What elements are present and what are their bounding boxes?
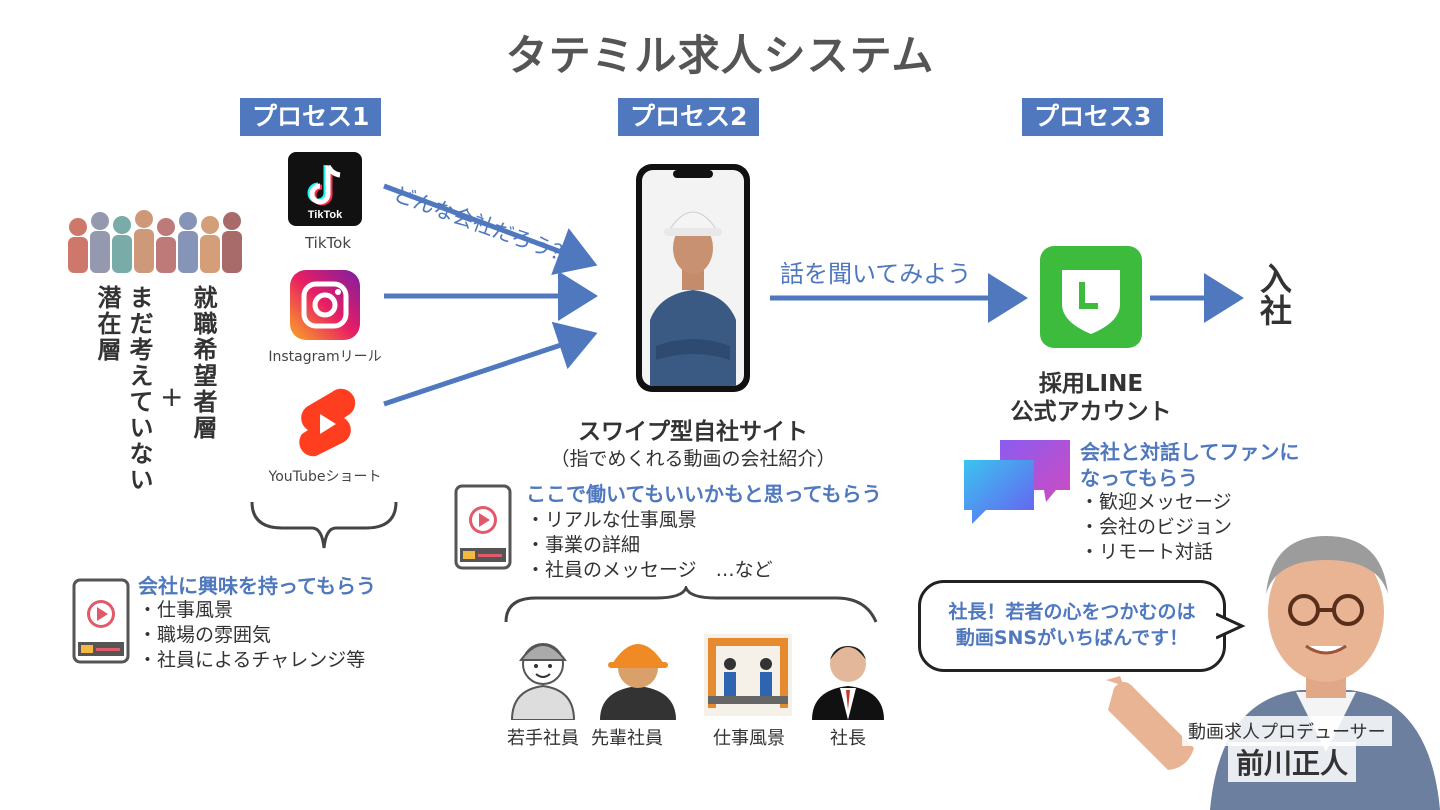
speech-line-2: 動画SNSがいちばんです！ <box>955 627 1189 649</box>
people-label-senior: 先輩社員 <box>591 728 663 749</box>
instagram-label: Instagramリール <box>268 349 382 365</box>
arrow-caption-talk: 話を聞いてみよう <box>780 260 972 288</box>
worker-photo <box>650 211 736 386</box>
process3-goal-1: 会社と対話してファンに <box>1080 440 1300 464</box>
process2-bullet-1: ・リアルな仕事風景 <box>526 509 697 531</box>
process1-goal: 会社に興味を持ってもらう <box>138 574 376 598</box>
video-phone-icon-2 <box>454 484 512 570</box>
audience-plus: + <box>160 380 184 413</box>
process3-badge: プロセス3 <box>1022 98 1164 136</box>
process3-goal-2: なってもらう <box>1080 466 1198 490</box>
join-company: 入社 <box>1255 262 1293 326</box>
producer-role: 動画求人プロデューサー <box>1182 716 1392 746</box>
speech-line-1: 社長！若者の心をつかむのは <box>948 601 1196 623</box>
tiktok-logo-text: TikTok <box>308 209 343 221</box>
process1-badge: プロセス1 <box>240 98 382 136</box>
page-title: タテミル求人システム <box>505 31 935 80</box>
process3-bullet-1: ・歓迎メッセージ <box>1080 491 1232 513</box>
video-phone-icon-1 <box>72 578 130 664</box>
site-title: スワイプ型自社サイト <box>578 419 808 445</box>
instagram-icon <box>290 270 360 340</box>
tiktok-icon: TikTok <box>288 152 362 226</box>
process1-brace <box>250 501 398 549</box>
president-icon <box>812 646 884 720</box>
speech-bubble: 社長！若者の心をつかむのは 動画SNSがいちばんです！ <box>918 580 1226 672</box>
process2-brace <box>504 586 878 623</box>
arrow-tiktok-to-site <box>383 183 598 275</box>
audience-not-yet: まだ考えていない <box>125 285 153 493</box>
chat-bubbles-icon <box>964 440 1070 524</box>
process1-bullet-3: ・社員によるチャレンジ等 <box>138 649 366 671</box>
work-scene-icon <box>704 634 792 716</box>
line-title-2: 公式アカウント <box>1010 399 1172 425</box>
speech-bubble-tail <box>1216 612 1246 640</box>
process2-badge: プロセス2 <box>618 98 760 136</box>
audience-latent: 潜在層 <box>93 285 121 363</box>
process2-bullet-2: ・事業の詳細 <box>526 534 641 556</box>
arrow-youtube-to-site <box>383 321 598 407</box>
people-label-president: 社長 <box>830 728 866 749</box>
line-official-icon <box>1040 246 1142 348</box>
senior-employee-icon <box>600 644 676 720</box>
phone-mockup <box>636 164 750 392</box>
tiktok-label: TikTok <box>304 234 352 252</box>
process3-bullet-3: ・リモート対話 <box>1080 541 1214 563</box>
process1-bullet-2: ・職場の雰囲気 <box>138 624 272 646</box>
youtube-shorts-icon <box>294 388 358 460</box>
process3-bullet-2: ・会社のビジョン <box>1080 516 1233 538</box>
youtube-shorts-label: YouTubeショート <box>268 469 382 485</box>
people-label-young: 若手社員 <box>507 728 579 749</box>
audience-job-seekers: 就職希望者層 <box>189 285 217 441</box>
line-title-1: 採用LINE <box>1038 371 1144 397</box>
young-employee-icon <box>510 643 576 720</box>
producer-name: 前川正人 <box>1228 742 1357 782</box>
crowd-illustration <box>68 210 242 273</box>
people-label-work: 仕事風景 <box>713 728 785 749</box>
process1-bullet-1: ・仕事風景 <box>138 599 234 621</box>
process2-bullet-3: ・社員のメッセージ …など <box>526 559 773 581</box>
process2-goal: ここで働いてもいいかもと思ってもらう <box>526 482 882 506</box>
site-subtitle: （指でめくれる動画の会社紹介） <box>550 448 836 470</box>
